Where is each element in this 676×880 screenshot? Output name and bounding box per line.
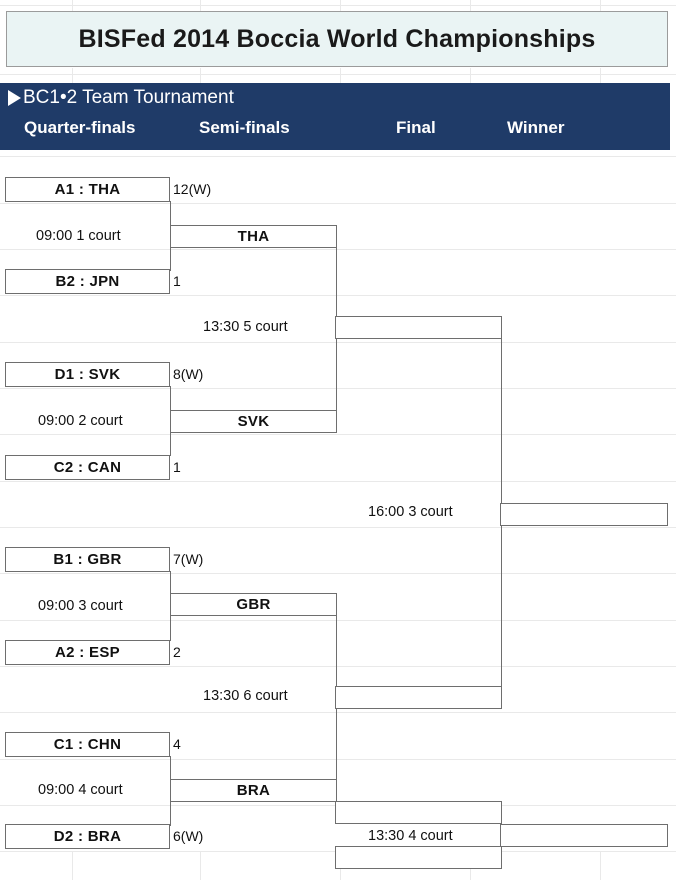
winner-team[interactable] [500, 503, 668, 526]
grid-line [0, 712, 676, 713]
round-header-quarter-finals: Quarter-finals [24, 118, 136, 137]
grid-line [0, 434, 676, 435]
page-title: BISFed 2014 Boccia World Championships [78, 24, 596, 53]
grid-line [600, 68, 601, 83]
grid-line [200, 68, 201, 83]
qf1-bottom-score: 1 [173, 273, 181, 289]
grid-line [0, 5, 676, 6]
grid-line [72, 68, 73, 83]
grid-line [0, 249, 676, 250]
qf3-top-score: 7(W) [173, 551, 204, 567]
third-place-top-team[interactable] [335, 801, 502, 824]
play-triangle-icon [8, 90, 21, 106]
team-label: GBR [236, 596, 271, 613]
event-title-row: BC1•2 Team Tournament [8, 87, 234, 109]
grid-line [0, 481, 676, 482]
sf2-match-info: 13:30 6 court [203, 688, 288, 704]
qf2-bottom-score: 1 [173, 459, 181, 475]
qf3-top-team[interactable]: B1 : GBR [5, 547, 170, 572]
grid-line [600, 851, 601, 880]
team-label: B2 : JPN [55, 273, 120, 290]
qf1-bottom-team[interactable]: B2 : JPN [5, 269, 170, 294]
qf1-match-info: 09:00 1 court [36, 228, 121, 244]
grid-line [200, 0, 201, 11]
grid-line [0, 388, 676, 389]
third-place-match-info: 13:30 4 court [368, 828, 453, 844]
grid-line [72, 0, 73, 11]
team-label: A2 : ESP [55, 644, 120, 661]
grid-line [0, 295, 676, 296]
third-place-bottom-team[interactable] [335, 846, 502, 869]
grid-line [200, 851, 201, 880]
qf4-top-score: 4 [173, 736, 181, 752]
grid-line [0, 156, 676, 157]
team-label: B1 : GBR [53, 551, 122, 568]
round-header-semi-finals: Semi-finals [199, 118, 290, 137]
grid-line [600, 0, 601, 11]
team-label: SVK [237, 413, 270, 430]
sf2-bottom-team[interactable]: BRA [170, 779, 337, 802]
third-place-result[interactable] [500, 824, 668, 847]
qf3-bottom-score: 2 [173, 644, 181, 660]
qf1-top-team[interactable]: A1 : THA [5, 177, 170, 202]
grid-line [340, 0, 341, 11]
grid-line [0, 527, 676, 528]
team-label: C1 : CHN [53, 736, 122, 753]
tournament-header: BC1•2 Team Tournament Quarter-finals Sem… [0, 83, 670, 150]
qf4-bottom-score: 6(W) [173, 828, 204, 844]
team-label: D2 : BRA [53, 828, 122, 845]
qf1-top-score: 12(W) [173, 181, 212, 197]
team-label: D1 : SVK [54, 366, 121, 383]
grid-line [0, 74, 676, 75]
grid-line [0, 620, 676, 621]
qf3-match-info: 09:00 3 court [38, 598, 123, 614]
final-bottom-team[interactable] [335, 686, 502, 709]
grid-line [72, 851, 73, 880]
round-header-winner: Winner [507, 118, 565, 137]
grid-line [0, 203, 676, 204]
qf3-bottom-team[interactable]: A2 : ESP [5, 640, 170, 665]
team-label: BRA [236, 782, 271, 799]
sf1-bottom-team[interactable]: SVK [170, 410, 337, 433]
grid-line [470, 68, 471, 83]
qf2-match-info: 09:00 2 court [38, 413, 123, 429]
qf4-bottom-team[interactable]: D2 : BRA [5, 824, 170, 849]
grid-line [0, 342, 676, 343]
round-header-final: Final [396, 118, 436, 137]
sf2-top-team[interactable]: GBR [170, 593, 337, 616]
event-title: BC1•2 Team Tournament [23, 87, 234, 108]
final-top-team[interactable] [335, 316, 502, 339]
qf4-top-team[interactable]: C1 : CHN [5, 732, 170, 757]
qf2-top-team[interactable]: D1 : SVK [5, 362, 170, 387]
final-match-info: 16:00 3 court [368, 504, 453, 520]
sf1-top-team[interactable]: THA [170, 225, 337, 248]
qf2-bottom-team[interactable]: C2 : CAN [5, 455, 170, 480]
grid-line [470, 0, 471, 11]
grid-line [0, 666, 676, 667]
grid-line [0, 573, 676, 574]
grid-line [0, 759, 676, 760]
grid-line [340, 68, 341, 83]
qf4-match-info: 09:00 4 court [38, 782, 123, 798]
team-label: A1 : THA [54, 181, 121, 198]
team-label: THA [237, 228, 270, 245]
page-title-bar: BISFed 2014 Boccia World Championships [6, 11, 668, 67]
sf1-match-info: 13:30 5 court [203, 319, 288, 335]
qf2-top-score: 8(W) [173, 366, 204, 382]
team-label: C2 : CAN [53, 459, 122, 476]
